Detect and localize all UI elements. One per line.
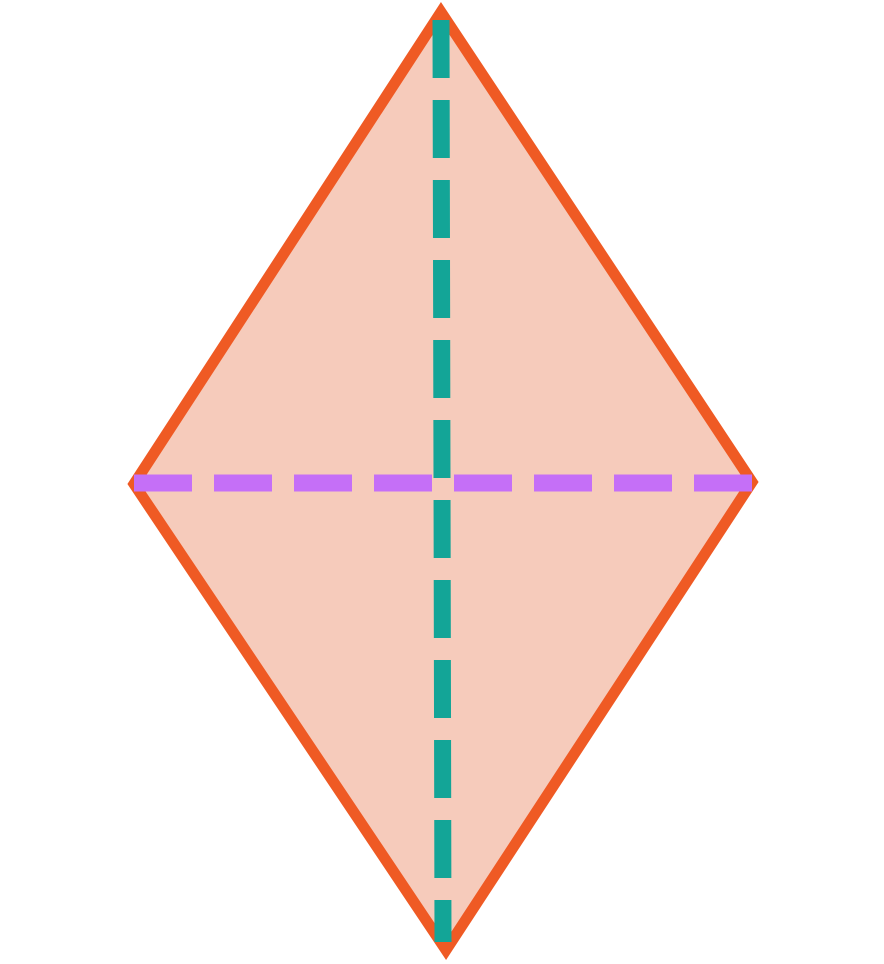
vertical-diagonal	[432, 19, 452, 943]
rhombus-shape	[127, 1, 759, 960]
